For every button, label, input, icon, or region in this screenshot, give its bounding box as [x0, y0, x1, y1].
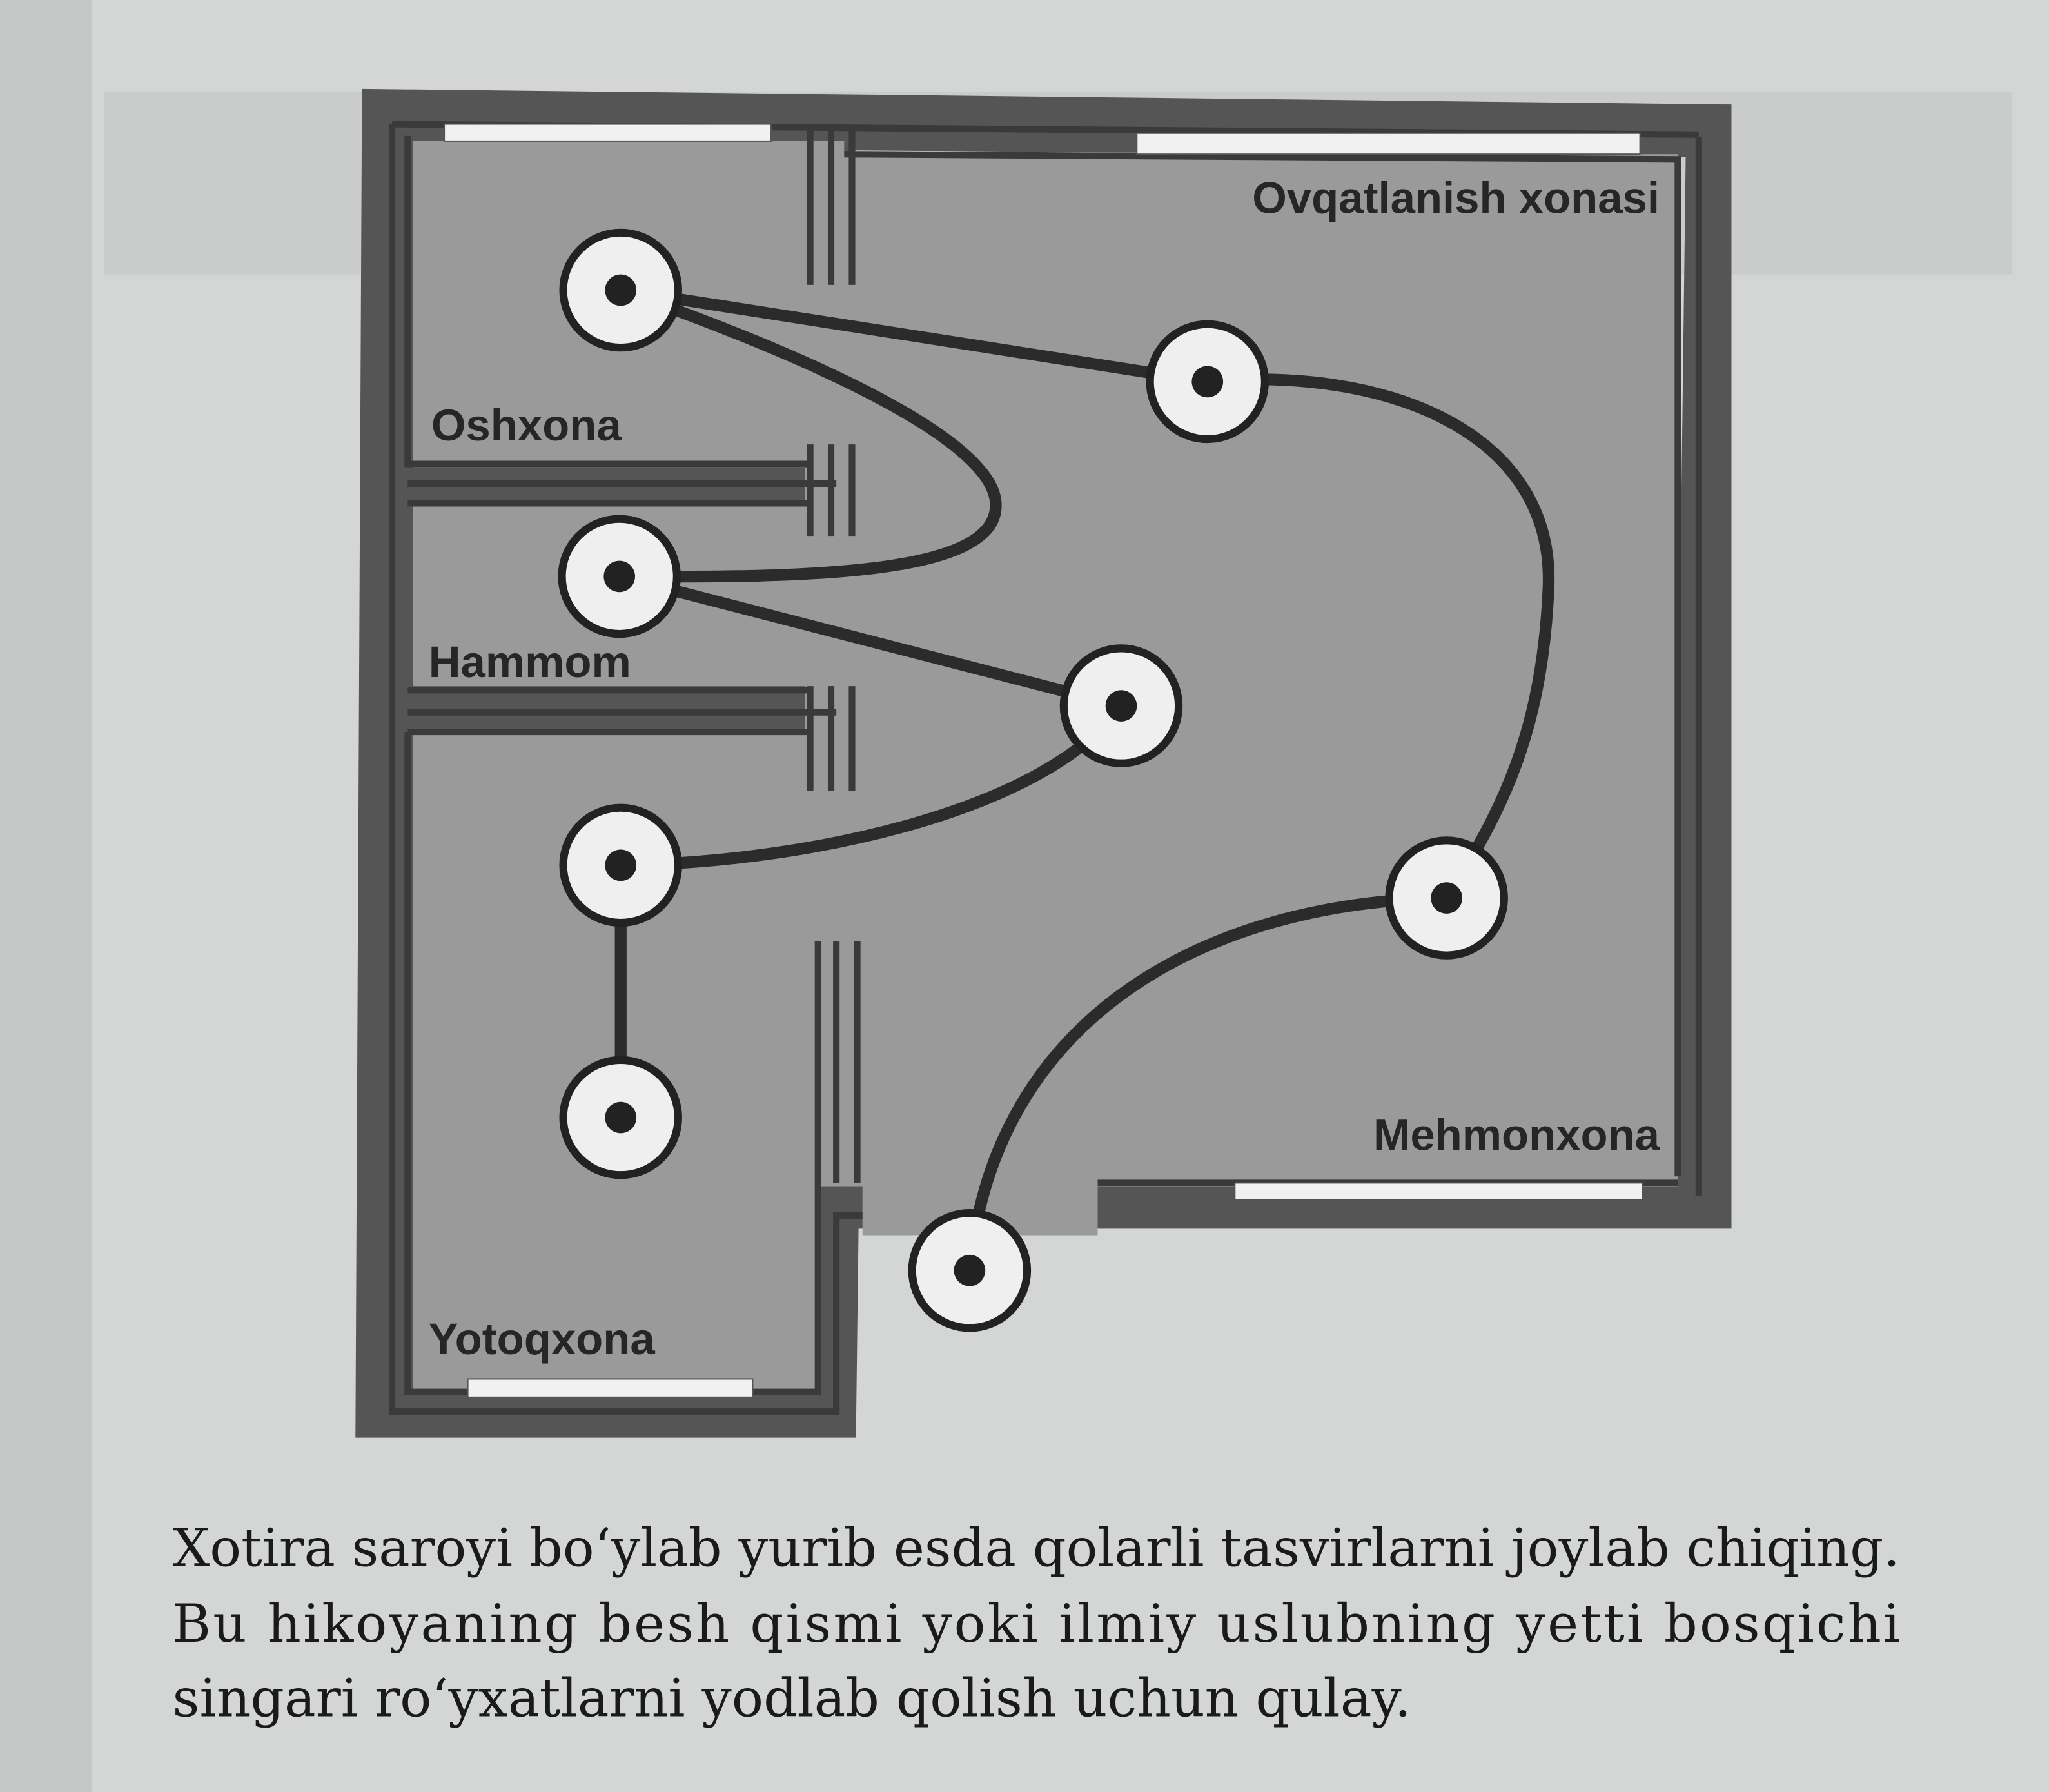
caption-line-2: Bu hikoyaning besh qismi yoki ilmiy uslu…	[173, 1594, 1900, 1655]
locus-node	[559, 228, 682, 352]
window-bedroom	[467, 1378, 754, 1398]
floor-plan: Oshxona Ovqatlanish xonasi Hammom Yotoqx…	[355, 88, 1732, 1438]
room-label-dining: Ovqatlanish xonasi	[1252, 173, 1660, 222]
route-kitchen-bath-loop	[613, 284, 1002, 583]
window-living	[1234, 1182, 1643, 1201]
caption-line-3: singari ro‘yxatlarni yodlab qolish uchun…	[173, 1668, 1411, 1729]
window-dining	[1136, 132, 1641, 155]
route-living-entrance	[963, 892, 1453, 1277]
route-bath-hall	[613, 570, 1128, 712]
locus-node	[559, 803, 682, 927]
room-label-bathroom: Hammom	[429, 637, 631, 687]
locus-node	[1059, 644, 1183, 767]
window-kitchen	[444, 123, 772, 142]
room-label-living: Mehmonxona	[1373, 1110, 1660, 1160]
memory-loci	[558, 228, 1508, 1332]
caption-line-1: Xotira saroyi bo‘ylab yurib esda qolarli…	[173, 1518, 1900, 1579]
page-left-shadow	[0, 0, 92, 1792]
locus-node	[1146, 320, 1270, 444]
route-kitchen-dining	[614, 284, 1213, 388]
locus-node	[558, 515, 681, 638]
locus-node-entrance	[908, 1208, 1032, 1332]
locus-node	[559, 1056, 682, 1179]
locus-node	[1385, 836, 1508, 960]
room-label-bedroom: Yotoqxona	[429, 1314, 656, 1364]
caption: Xotira saroyi bo‘ylab yurib esda qolarli…	[173, 1518, 1900, 1729]
floor-main	[805, 154, 1678, 1187]
room-label-kitchen: Oshxona	[431, 400, 622, 450]
route-dining-living	[1201, 373, 1554, 904]
